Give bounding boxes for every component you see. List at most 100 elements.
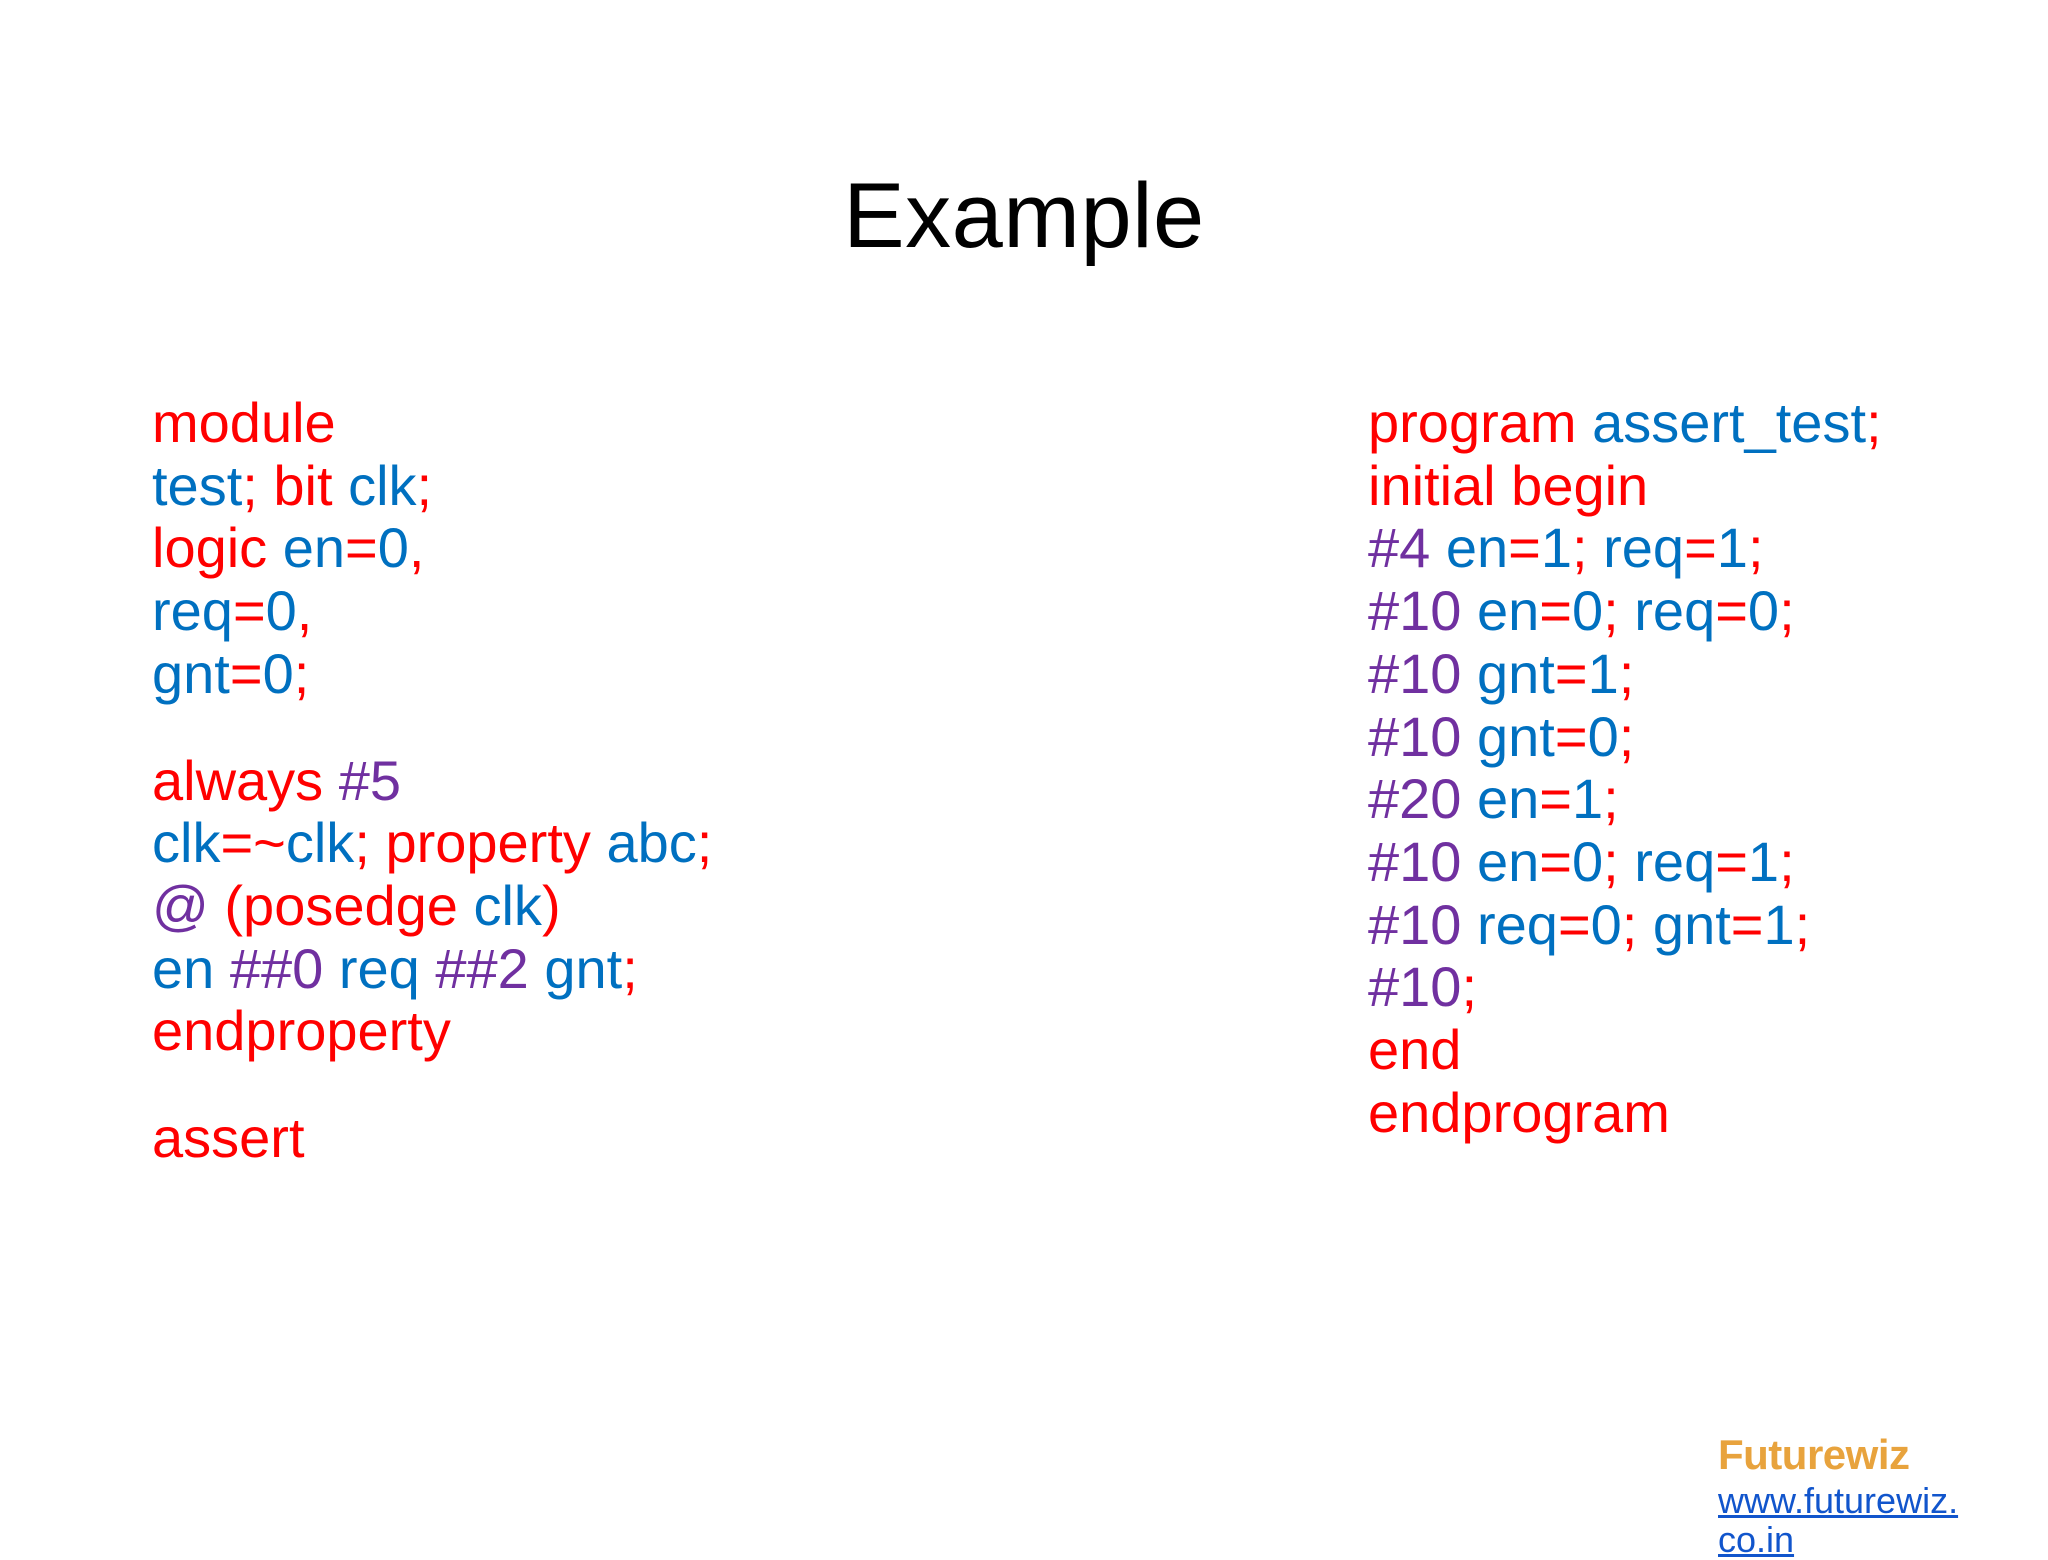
code-token: = [1554,641,1588,705]
code-token: req [152,579,233,643]
code-token: ; [293,641,310,705]
code-column-right: program assert_test; initial begin#4 en=… [1368,391,2008,1145]
code-token: gnt [1477,704,1555,768]
code-token: 0 [265,579,297,643]
code-token: gnt [1477,641,1555,705]
code-token: begin [1511,453,1649,517]
code-token: property [385,811,607,875]
code-token: ; [354,811,386,875]
code-token: en [1477,767,1540,831]
code-line: module [152,391,772,455]
code-line: #10; [1368,956,2008,1019]
brand-website-link[interactable]: www.futurewiz.co.in [1718,1480,1959,1560]
code-token: 0 [1747,579,1780,643]
code-token: #10 [1368,892,1477,956]
code-token: @ [152,874,225,938]
brand-footer: Futurewiz www.futurewiz.co.in [1718,1434,2018,1560]
code-token: ; [1461,955,1477,1019]
code-token: ; [1618,641,1635,705]
code-line: @ (posedge clk) [152,874,772,938]
code-line: end [1368,1018,2008,1082]
code-token: = [229,641,263,705]
code-line: en ##0 req ##2 gnt; [152,936,772,1001]
code-token: en [1445,516,1509,580]
code-token: ##2 [435,936,545,1000]
code-token: assert_test [1592,391,1866,454]
code-token: logic [152,516,283,580]
code-token: always [152,748,339,812]
code-token: = [1539,579,1572,643]
code-token: 0 [377,516,409,580]
code-line: clk=~clk; property abc; [152,811,772,875]
code-token: req [1634,830,1716,894]
code-token: 0 [1572,830,1604,894]
code-token: = [1554,704,1588,768]
code-token: en [282,516,346,580]
code-token: ; [1866,391,1898,454]
code-line: program assert_test; initial begin [1368,391,2008,517]
code-token: gnt [544,936,623,1000]
code-token: module [152,391,352,454]
code-token: ; [1603,830,1635,894]
code-token: 1 [1572,767,1604,831]
code-token: req [1634,579,1716,643]
code-token: endproperty [152,999,451,1063]
code-token: 1 [1540,516,1573,580]
code-line: always #5 [152,748,772,813]
page-title: Example [843,165,1205,267]
code-token: ; [1779,579,1795,643]
code-token: = [1508,516,1541,580]
code-token: program [1368,391,1593,454]
code-token: clk [348,453,417,517]
code-token: #10 [1368,955,1462,1019]
code-token: ; [1779,830,1795,894]
code-token: 1 [1747,830,1780,894]
code-token: =~ [220,811,286,875]
code-token: 0 [1590,892,1622,956]
code-token: ; [1603,767,1619,831]
code-token: = [345,516,378,580]
code-line: test; bit clk; [152,453,772,518]
code-token: req [338,936,436,1000]
code-line: #10 en=0; req=1; [1368,830,2008,894]
code-token: 1 [1763,892,1795,956]
code-token: en [1477,830,1540,894]
code-token: = [232,579,266,643]
code-token: ##0 [229,936,339,1000]
code-token: assert [152,1106,305,1170]
code-token: #20 [1368,767,1477,831]
code-token: #4 [1368,516,1446,580]
code-token: req [1477,892,1558,956]
code-token: ; [1618,704,1635,768]
code-line: logic en=0, [152,517,772,580]
code-token: initial [1368,453,1512,517]
code-token: #10 [1368,830,1477,894]
code-token: req [1603,516,1685,580]
brand-name: Futurewiz [1718,1431,1910,1478]
code-token: ) [541,874,561,938]
code-token: (posedge [224,874,474,938]
code-line: #10 en=0; req=0; [1368,579,2008,643]
code-token: ; [1747,516,1764,580]
code-token: = [1539,830,1572,894]
code-line: #4 en=1; req=1; [1368,517,2008,580]
code-token: 0 [1587,704,1619,768]
code-block: program assert_test; initial begin#4 en=… [1368,391,2008,1145]
code-token: = [1684,516,1717,580]
code-line: endproperty [152,1000,772,1063]
code-token: = [1730,892,1764,956]
code-line: #10 gnt=1; [1368,641,2008,706]
code-token: 0 [1572,579,1604,643]
code-line: req=0, [152,579,772,643]
code-token: abc [606,811,697,875]
code-token: = [1539,767,1572,831]
code-line: assert [152,1106,772,1170]
code-token: clk [285,811,355,875]
code-line: endprogram [1368,1080,2008,1145]
code-token: #10 [1368,579,1477,643]
code-token: en [1477,579,1540,643]
code-token: endprogram [1368,1080,1670,1144]
code-token: , [408,516,425,580]
